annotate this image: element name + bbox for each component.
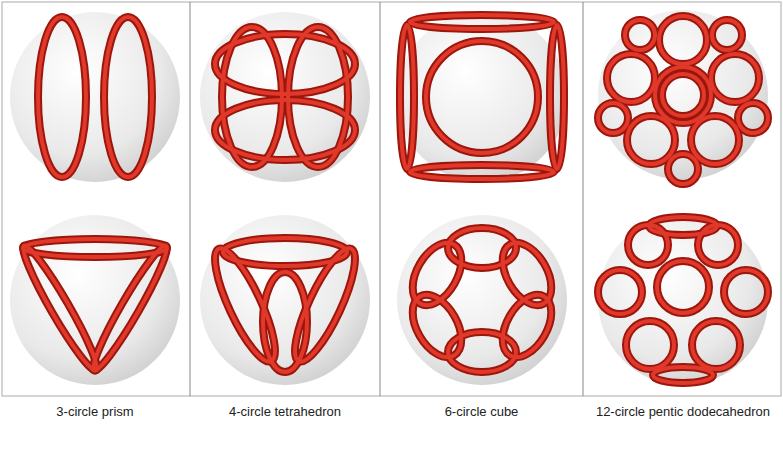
figure-caption: 4-circle tetrahedron [194, 404, 376, 419]
figure-caption: 12-circle pentic dodecahedron [587, 404, 779, 419]
figure-caption: 3-circle prism [4, 404, 186, 419]
figure-caption: 6-circle cube [384, 404, 579, 419]
